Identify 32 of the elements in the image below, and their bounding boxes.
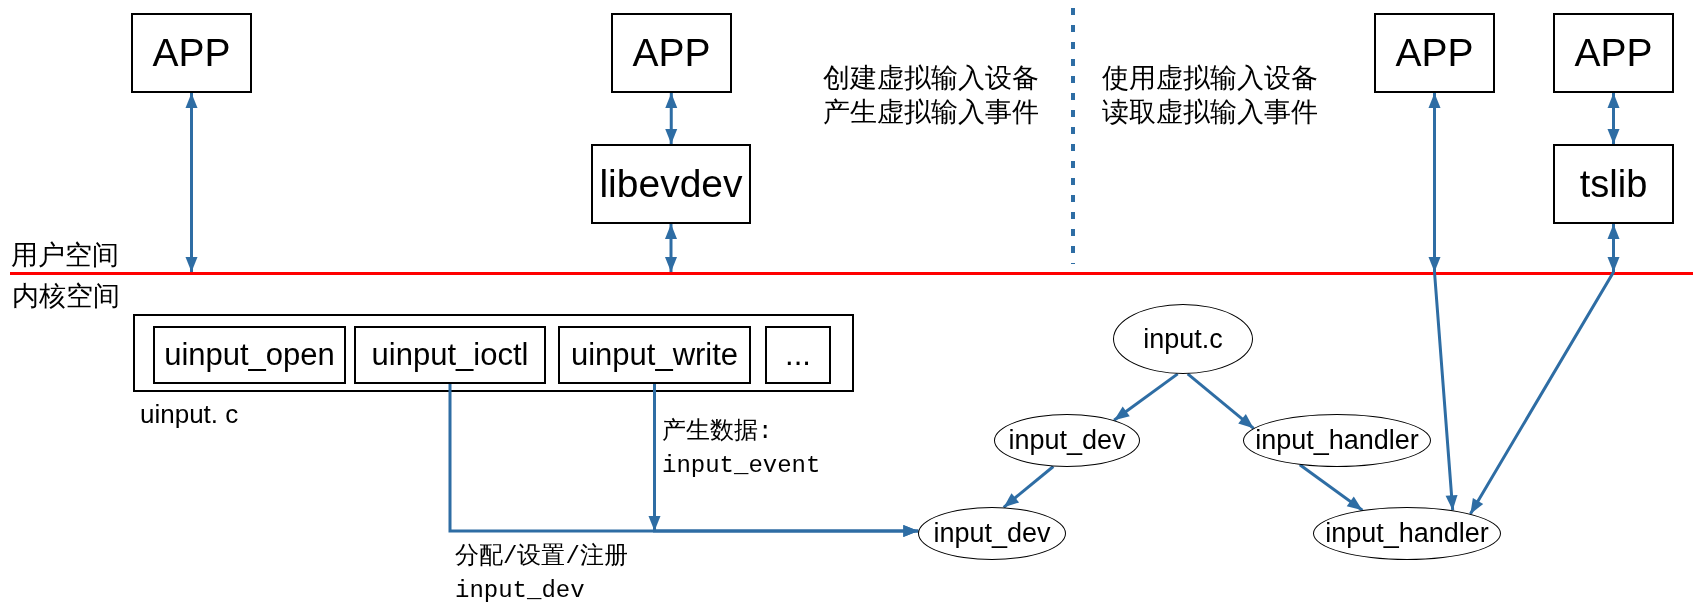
- function-box: ...: [765, 326, 831, 384]
- double-arrow: [1469, 224, 1620, 515]
- arrow: [1002, 465, 1055, 509]
- annotation-text: 使用虚拟输入设备: [1102, 63, 1318, 93]
- double-arrow: [665, 93, 678, 144]
- component-box: APP: [1374, 13, 1495, 93]
- component-box: APP: [611, 13, 732, 93]
- double-arrow: [665, 224, 677, 272]
- arrow: [648, 384, 919, 537]
- component-box: libevdev: [591, 144, 751, 224]
- region-label: 内核空间: [12, 281, 120, 311]
- function-box: uinput_write: [558, 326, 751, 384]
- component-box: APP: [1553, 13, 1674, 93]
- component-box: APP: [131, 13, 252, 93]
- oval-node: input_dev: [994, 414, 1140, 467]
- function-box: uinput_ioctl: [354, 326, 546, 384]
- function-box: uinput_open: [153, 326, 346, 384]
- arrow: [1113, 372, 1179, 422]
- component-box: tslib: [1553, 144, 1674, 224]
- double-arrow: [1607, 93, 1620, 144]
- oval-node: input_dev: [918, 507, 1066, 560]
- double-arrow: [1428, 93, 1458, 511]
- oval-node: input_handler: [1243, 414, 1431, 467]
- oval-node: input.c: [1113, 304, 1253, 374]
- arrow: [1298, 463, 1364, 512]
- arrow: [1186, 372, 1255, 430]
- region-label: 用户空间: [11, 240, 119, 270]
- oval-node: input_handler: [1313, 507, 1501, 560]
- annotation-text: 产生虚拟输入事件: [823, 97, 1039, 127]
- annotation-text: 读取虚拟输入事件: [1102, 97, 1318, 127]
- annotation-text: 创建虚拟输入设备: [823, 63, 1039, 93]
- module-label: uinput. c: [140, 399, 239, 429]
